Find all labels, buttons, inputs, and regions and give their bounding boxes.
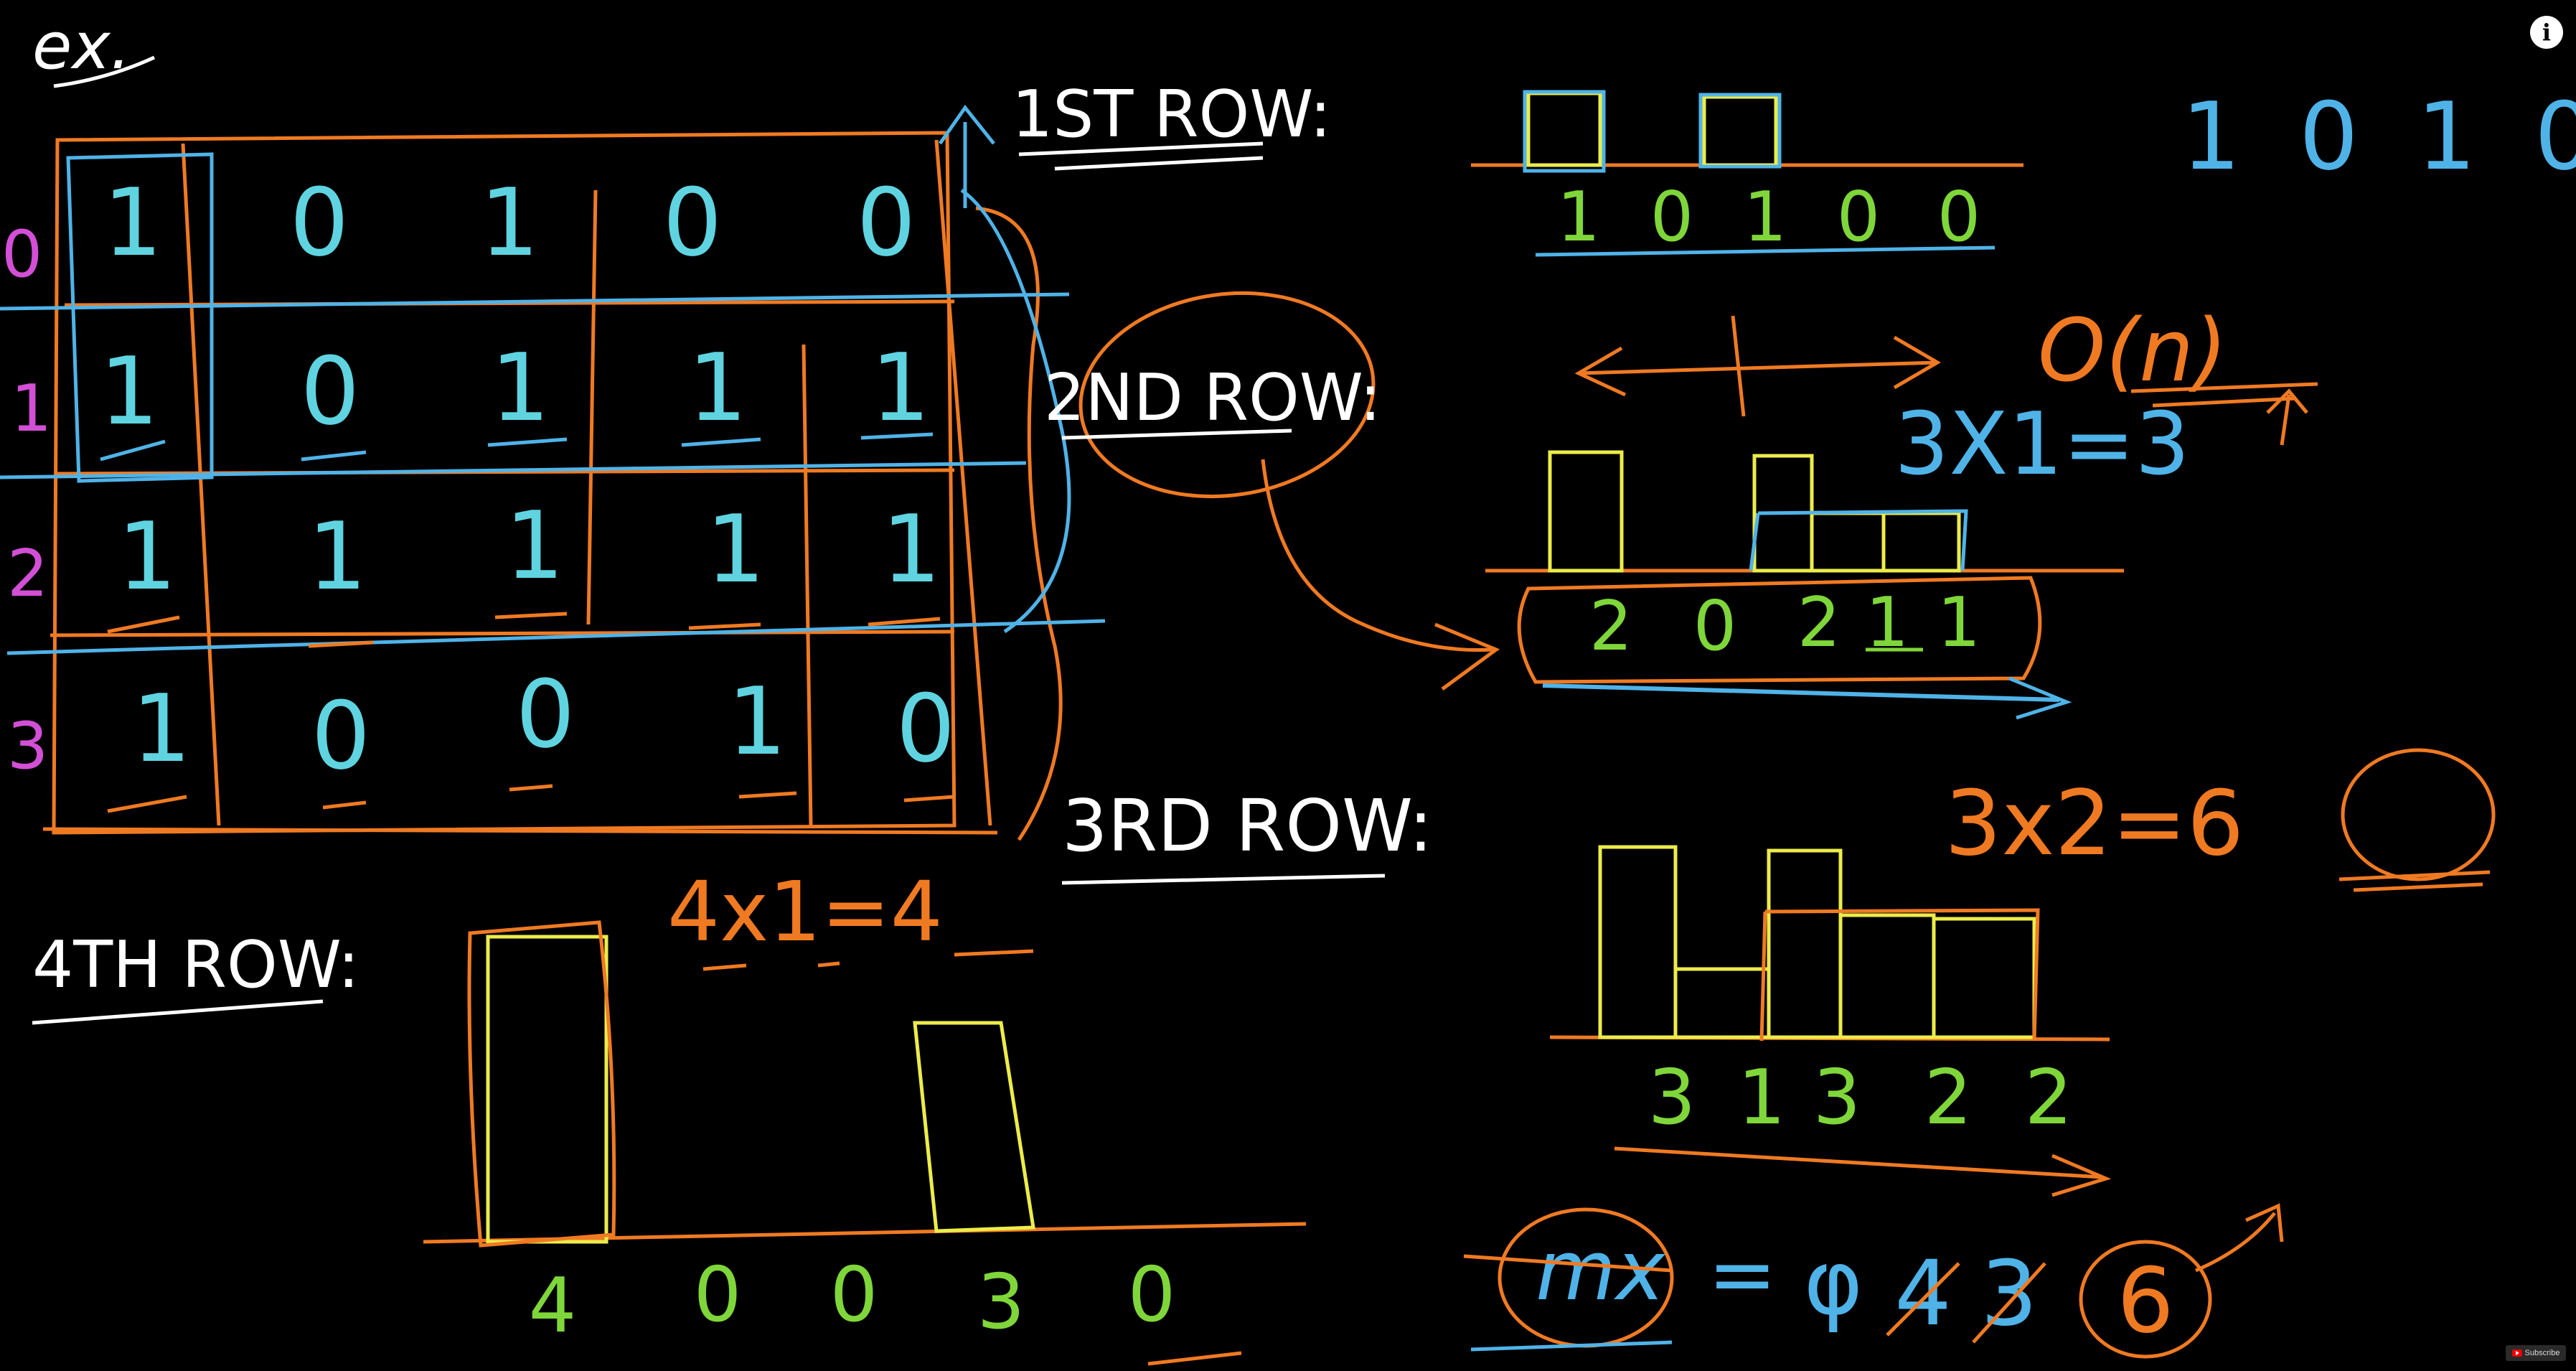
subscribe-label: Subscribe: [2524, 1349, 2560, 1357]
row-index: 1: [11, 371, 52, 446]
row1-height-value: 0: [1650, 178, 1693, 257]
row4-height-value: 3: [977, 1258, 1025, 1346]
row4-height-value: 0: [694, 1251, 742, 1339]
row1-side-note: 1 0 1 0 0: [2181, 82, 2576, 191]
row-index: 2: [7, 536, 48, 612]
row2-height-value: 2: [1589, 587, 1632, 666]
row3-calc: 3x2=6: [1945, 772, 2244, 876]
matrix-cell: 1: [688, 333, 748, 442]
row-index: 3: [7, 708, 48, 784]
row-index: 0: [1, 217, 42, 292]
max-label: mx: [1536, 1223, 1666, 1319]
max-value: 4: [1894, 1242, 1952, 1346]
matrix-cell: 0: [857, 168, 916, 277]
matrix-cell: 1: [132, 674, 192, 783]
matrix-cell: 1: [491, 333, 550, 442]
matrix-cell: 0: [896, 674, 956, 783]
row3-height-value: 1: [1738, 1054, 1786, 1141]
row1-heading: 1ST ROW:: [1012, 77, 1331, 152]
matrix-cell: 1: [103, 168, 163, 277]
row1-section: 1ST ROW: 1 0 1 0 0 1 0 1 0 0: [1012, 77, 2576, 257]
row3-section: 3RD ROW: 3x2=6 3 1 3 2 2: [1061, 748, 2496, 1197]
row4-section: 4TH ROW: 4x1=4 4 0 0 3 0: [32, 864, 1307, 1366]
matrix-cell: 1: [480, 168, 540, 277]
matrix-cell: 0: [663, 168, 723, 277]
row1-height-value: 1: [1557, 178, 1600, 257]
row2-height-value: 2: [1797, 584, 1841, 663]
matrix-cell: 0: [290, 168, 349, 277]
row2-height-value: 1: [1937, 584, 1980, 663]
row3-height-value: 2: [1924, 1054, 1973, 1141]
matrix-cell: 1: [100, 337, 159, 446]
row4-height-value: 4: [529, 1262, 577, 1349]
matrix-grid: [0, 104, 1106, 841]
row1-height-value: 0: [1837, 178, 1880, 257]
matrix-cells: 1 0 1 0 0 1 0 1 1 1 1 1 1 1 1 1 0 0 1 0: [100, 168, 956, 790]
row-index-labels: 0 1 2 3: [1, 217, 52, 784]
row1-height-value: 0: [1937, 178, 1980, 257]
youtube-icon: [2511, 1349, 2522, 1357]
matrix-cell: 1: [706, 495, 766, 604]
subscribe-button[interactable]: Subscribe: [2506, 1345, 2566, 1361]
row3-height-value: 3: [1648, 1054, 1696, 1141]
row2-complexity: O(n): [2038, 301, 2227, 401]
row4-heading: 4TH ROW:: [32, 927, 359, 1003]
row2-height-value: 0: [1693, 587, 1736, 666]
row4-height-value: 0: [830, 1251, 878, 1339]
row2-calc: 3X1=3: [1894, 395, 2190, 495]
max-value: 3: [1980, 1242, 2038, 1346]
matrix-cell: 1: [728, 667, 787, 776]
matrix-cell: 1: [118, 502, 177, 611]
row2-section: 2ND ROW: O(n) 3X1=3 2 0 2 1 1: [1044, 291, 2318, 720]
matrix-cell: 1: [871, 333, 931, 442]
row1-height-value: 1: [1744, 178, 1787, 257]
matrix-cell: 0: [311, 681, 371, 790]
matrix-cell: 1: [505, 491, 565, 600]
row4-calc: 4x1=4: [667, 864, 943, 960]
max-value-current: 6: [2117, 1249, 2174, 1353]
row3-heading: 3RD ROW:: [1062, 784, 1433, 868]
row4-height-value: 0: [1128, 1251, 1176, 1339]
matrix-cell: 0: [516, 660, 575, 769]
matrix-cell: 1: [882, 495, 941, 604]
matrix-cell: 1: [308, 502, 367, 611]
max-tracker: mx = φ 4 3 6: [1463, 1203, 2284, 1359]
row3-height-value: 2: [2025, 1054, 2073, 1141]
max-value: φ: [1804, 1231, 1863, 1335]
matrix-cell: 0: [301, 337, 360, 446]
row3-height-value: 3: [1813, 1054, 1861, 1141]
row2-heading: 2ND ROW:: [1044, 360, 1381, 436]
info-icon[interactable]: i: [2530, 16, 2563, 49]
max-equals: =: [1708, 1227, 1777, 1323]
